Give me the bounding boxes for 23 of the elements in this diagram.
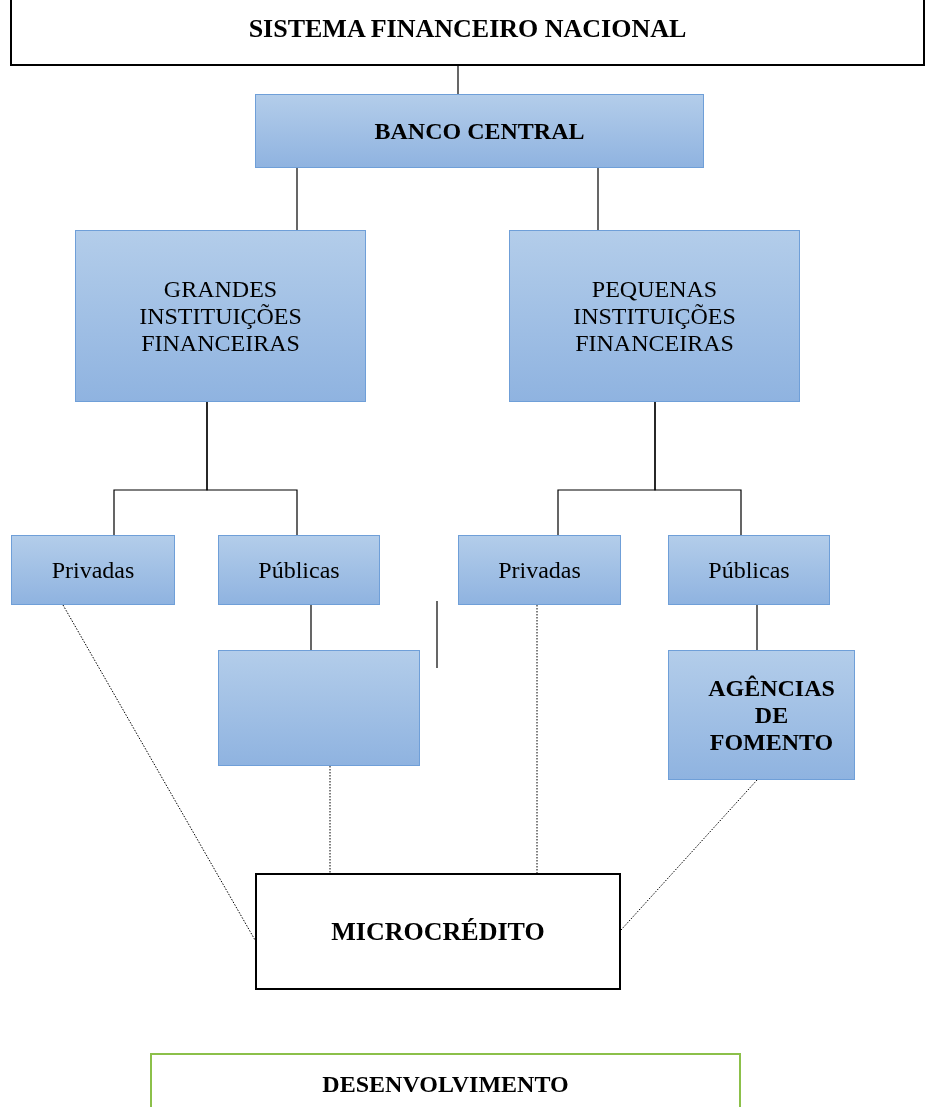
goal-box: DESENVOLVIMENTO bbox=[150, 1053, 741, 1107]
connector-line bbox=[329, 765, 331, 874]
connector-line bbox=[206, 401, 298, 536]
process-box: BANCO CENTRAL bbox=[255, 94, 704, 168]
process-box: Públicas bbox=[218, 535, 380, 605]
process-box: Privadas bbox=[458, 535, 621, 605]
result-box: MICROCRÉDITO bbox=[255, 873, 621, 990]
connector-line bbox=[62, 604, 256, 941]
connector-line bbox=[620, 779, 758, 931]
process-box bbox=[218, 650, 420, 766]
process-box: PEQUENAS INSTITUIÇÕES FINANCEIRAS bbox=[509, 230, 800, 402]
connector-line bbox=[310, 604, 312, 651]
process-box: Públicas bbox=[668, 535, 830, 605]
connector-line bbox=[756, 604, 758, 651]
connector-line bbox=[536, 604, 538, 874]
process-box: Privadas bbox=[11, 535, 175, 605]
title-box: SISTEMA FINANCEIRO NACIONAL bbox=[10, 0, 925, 66]
connector-line bbox=[457, 65, 459, 95]
process-box: GRANDES INSTITUIÇÕES FINANCEIRAS bbox=[75, 230, 366, 402]
process-box: AGÊNCIAS DE FOMENTO bbox=[668, 650, 855, 780]
connector-line bbox=[296, 167, 298, 231]
connector-line bbox=[597, 167, 599, 231]
connector-line bbox=[654, 401, 742, 536]
